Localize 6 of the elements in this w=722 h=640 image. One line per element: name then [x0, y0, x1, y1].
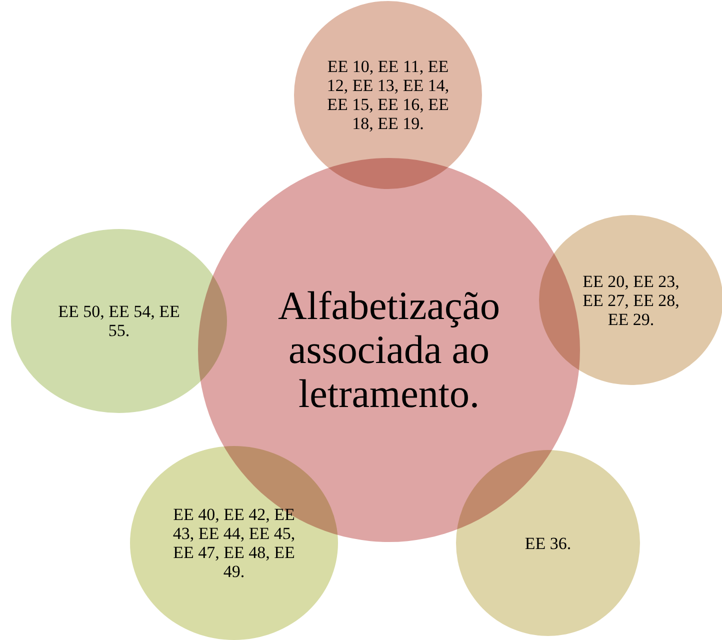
code-list-text: EE 10, EE 11, EE 12, EE 13, EE 14, EE 15, EE 16, EE 18, EE 19. — [326, 57, 450, 133]
code-list-text: EE 20, EE 23, EE 27, EE 28, EE 29. — [582, 272, 680, 328]
topic-text: Alfabetização associada ao letramento. — [276, 284, 502, 416]
code-list-text: EE 50, EE 54, EE 55. — [57, 302, 181, 340]
code-list-text: EE 40, EE 42, EE 43, EE 44, EE 45, EE 47, EE 48, EE 49. — [172, 505, 296, 581]
code-list-text: EE 36. — [524, 534, 572, 552]
